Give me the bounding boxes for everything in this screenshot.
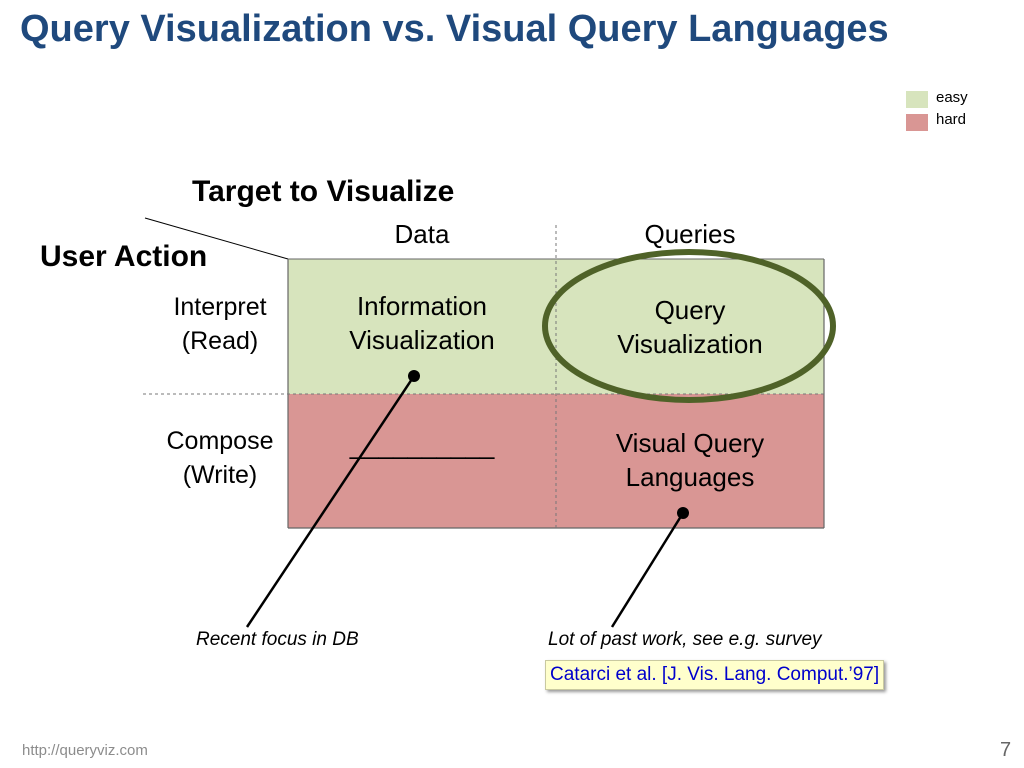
column-header-queries: Queries bbox=[644, 219, 736, 249]
column-axis-heading: Target to Visualize bbox=[192, 175, 455, 208]
annotation-recent-focus: Recent focus in DB bbox=[196, 629, 359, 650]
column-header-data: Data bbox=[394, 219, 450, 249]
legend-swatch-easy bbox=[906, 91, 928, 108]
row-axis-heading: User Action bbox=[40, 240, 208, 273]
page-number: 7 bbox=[1000, 739, 1012, 761]
footer-url[interactable]: http://queryviz.com bbox=[22, 742, 148, 759]
legend-swatch-hard bbox=[906, 114, 928, 131]
legend-label-easy: easy bbox=[936, 89, 968, 106]
row-label-compose: Compose (Write) bbox=[166, 427, 274, 489]
legend-label-hard: hard bbox=[936, 111, 967, 128]
reference-link[interactable]: Catarci et al. [J. Vis. Lang. Comput.’97… bbox=[545, 660, 885, 690]
cell-information-visualization: Information Visualization bbox=[288, 259, 556, 394]
row-label-interpret: Interpret (Read) bbox=[173, 293, 267, 355]
cell-blank-placeholder: __________ bbox=[288, 394, 556, 528]
cell-visual-query-languages: Visual Query Languages bbox=[556, 394, 824, 528]
pointer-line-right bbox=[610, 512, 685, 628]
cell-query-visualization: Query Visualization bbox=[556, 259, 824, 394]
annotation-past-work: Lot of past work, see e.g. survey bbox=[548, 629, 822, 650]
slide-title: Query Visualization vs. Visual Query Lan… bbox=[20, 8, 889, 50]
